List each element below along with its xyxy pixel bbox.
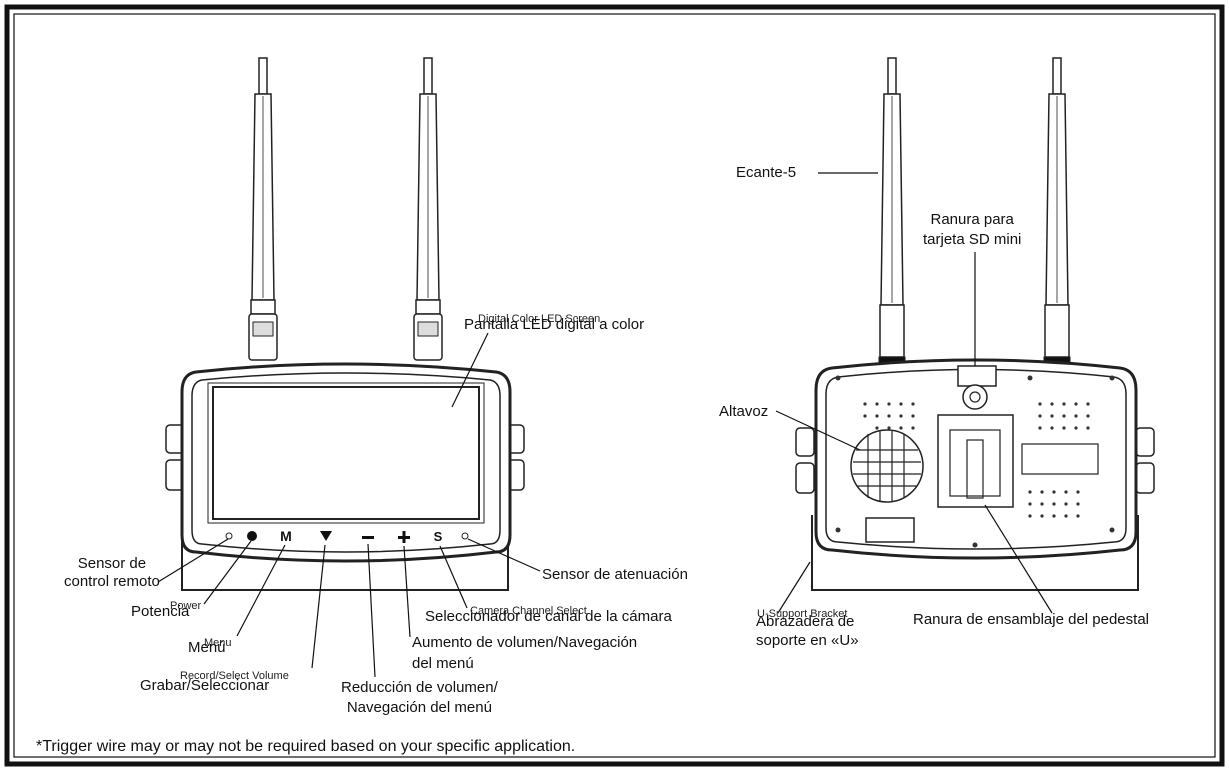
power-label: Potencia — [131, 603, 190, 620]
front-antenna-left — [248, 57, 278, 361]
dimming-sensor-label: Sensor de atenuación — [542, 566, 688, 583]
dimming-sensor-dot — [461, 532, 469, 540]
record-button-mark — [320, 531, 332, 541]
sd-slot-label: Ranura para tarjeta SD mini — [923, 211, 1022, 248]
select-button-mark: S — [434, 529, 443, 544]
menu-label-en: Menu — [204, 637, 232, 649]
power-label-en: Power — [170, 600, 202, 612]
antenna-label: Ecante-5 — [736, 164, 797, 181]
u-bracket-label: Abrazadera de soporte en «U» — [756, 613, 859, 649]
outer-border — [4, 4, 1225, 767]
inner-border — [13, 13, 1216, 758]
footnote: *Trigger wire may or may not be required… — [36, 738, 576, 755]
front-monitor — [165, 57, 525, 591]
rear-monitor — [795, 57, 1155, 591]
sd-slot — [957, 365, 997, 387]
camera-select-label: Seleccionador de canal de la cámara — [425, 608, 672, 625]
u-bracket-label-en: U-Support Bracket — [757, 608, 848, 620]
screen-label: Pantalla LED digital a color — [464, 316, 645, 333]
rear-antenna-right — [1043, 57, 1071, 368]
record-label: Grabar/Seleccionar — [140, 677, 270, 694]
rear-antenna-left — [878, 57, 906, 368]
pedestal-slot — [937, 414, 1014, 508]
menu-button-mark: M — [280, 528, 292, 544]
front-u-bracket — [181, 520, 509, 591]
camera-select-label-en: Camera Channel Select — [470, 605, 587, 617]
front-antenna-right — [413, 57, 443, 361]
pedestal-slot-label: Ranura de ensamblaje del pedestal — [913, 611, 1149, 628]
minus-button-mark — [362, 536, 374, 539]
front-screen — [212, 386, 480, 520]
speaker-label: Altavoz — [719, 403, 769, 420]
remote-sensor-label: Sensor de control remoto — [64, 555, 160, 590]
screen-label-en: Digital Color LED Screen — [478, 313, 601, 325]
menu-label: Menú — [188, 639, 226, 656]
vol-up-label: Aumento de volumen/Navegación del menú — [412, 634, 638, 672]
power-button-mark — [247, 531, 257, 541]
vol-down-label: Reducción de volumen/ Navegación del men… — [341, 679, 498, 716]
speaker-grille — [850, 429, 924, 503]
front-buttons: M S — [225, 528, 469, 544]
remote-sensor-dot — [225, 532, 233, 540]
rear-u-bracket — [811, 515, 1139, 591]
record-label-en: Record/Select Volume — [180, 670, 289, 682]
front-leader-lines — [157, 332, 541, 678]
rear-leader-lines — [775, 172, 1053, 614]
